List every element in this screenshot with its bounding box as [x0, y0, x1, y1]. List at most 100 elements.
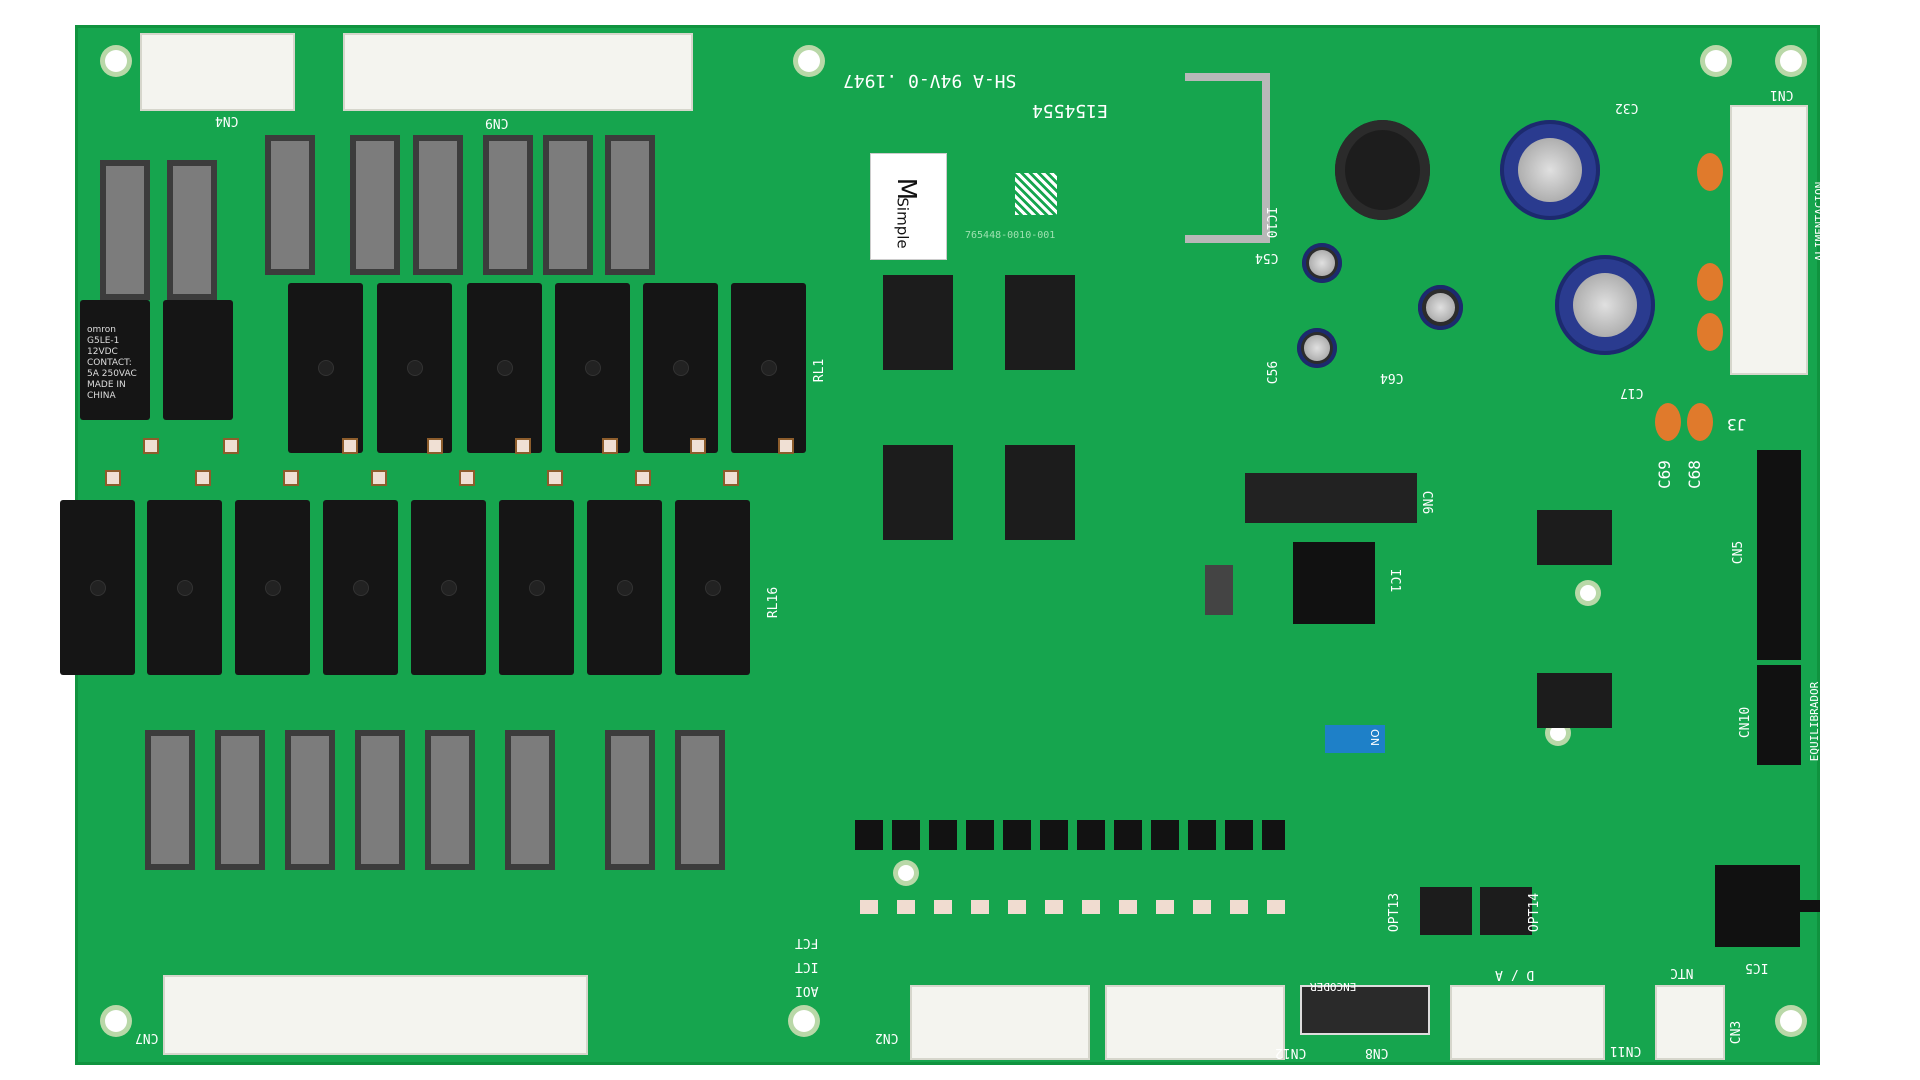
connector-cn11	[1450, 985, 1605, 1060]
relay-dot	[407, 361, 422, 375]
ic12-chip	[875, 445, 961, 540]
mounting-hole	[105, 50, 127, 72]
soic-chip	[1529, 510, 1620, 565]
power-relay	[587, 500, 662, 675]
cn10-label: CN10	[1738, 706, 1754, 739]
rl16-label: RL16	[766, 586, 782, 619]
optocoupler-row	[855, 820, 1285, 850]
relay-coil-capacitor	[350, 135, 400, 275]
ic11-chip	[875, 275, 961, 370]
cn8-label: CN8	[1365, 1045, 1389, 1060]
electrolytic-capacitor-c56	[1297, 328, 1337, 368]
part-number: 765448-0010-001	[965, 230, 1056, 241]
relay-coil-capacitor	[215, 730, 265, 870]
status-led	[195, 470, 211, 486]
relay-coil-capacitor	[145, 730, 195, 870]
relay-dot	[617, 580, 632, 595]
aoi-mark: AOI	[795, 983, 819, 998]
soic-chip	[1529, 673, 1620, 728]
ic1-label: IC1	[1387, 568, 1403, 593]
power-relay	[411, 500, 486, 675]
omron-relay	[163, 300, 233, 420]
relay-coil-capacitor	[167, 160, 217, 300]
dip-switch[interactable]: ON	[1325, 725, 1385, 753]
connector-cn3	[1655, 985, 1725, 1060]
optocoupler-opt13	[1412, 887, 1480, 935]
encoder-label: ENCODER	[1310, 980, 1357, 993]
status-led	[778, 438, 794, 454]
visualizacion-label: VISUALIZACION	[1821, 508, 1835, 595]
cn7-label: CN7	[135, 1030, 159, 1045]
ic10-label: IC10	[1263, 206, 1279, 239]
ceramic-capacitor	[1697, 263, 1723, 301]
power-relay	[60, 500, 135, 675]
sticker-text: Simple	[893, 197, 912, 249]
connector-cn12	[1105, 985, 1285, 1060]
power-relay	[555, 283, 630, 453]
cn12-label: CN12	[1275, 1045, 1307, 1060]
mounting-hole	[798, 50, 820, 72]
certification-line-2: SH-A 94V-0 .1947	[843, 70, 1017, 91]
electrolytic-capacitor-c17	[1555, 255, 1655, 355]
ict-mark: ICT	[795, 959, 819, 974]
da-label: D / A	[1495, 967, 1535, 982]
relay-dot	[265, 580, 280, 595]
pressure-sensor-ic5	[1707, 865, 1808, 947]
status-led	[690, 438, 706, 454]
relay-coil-capacitor	[285, 730, 335, 870]
relay-dot	[177, 580, 192, 595]
c56-label: C56	[1266, 360, 1282, 385]
c17-label: C17	[1620, 385, 1644, 400]
cn9-label: CN9	[485, 115, 509, 130]
mounting-hole	[1705, 50, 1727, 72]
ceramic-capacitor	[1697, 153, 1723, 191]
electrolytic-capacitor-c32	[1500, 120, 1600, 220]
fct-mark: FCT	[795, 935, 819, 950]
j3-label: J3	[1727, 415, 1747, 434]
cn11-label: CN11	[1610, 1043, 1642, 1058]
power-relay	[731, 283, 806, 453]
power-relay	[467, 283, 542, 453]
rl1-label: RL1	[812, 358, 828, 383]
datamatrix-code	[1015, 173, 1057, 215]
status-led	[723, 470, 739, 486]
electrolytic-capacitor-c64	[1418, 285, 1463, 330]
connector-cn5	[1749, 450, 1809, 660]
relay-dot	[318, 361, 333, 375]
status-led	[547, 470, 563, 486]
ceramic-capacitor	[1697, 313, 1723, 351]
mounting-hole	[898, 865, 914, 881]
relay-coil-capacitor	[265, 135, 315, 275]
mounting-hole	[1780, 50, 1802, 72]
power-relay	[377, 283, 452, 453]
relay-dot	[585, 361, 600, 375]
relay-dot	[353, 580, 368, 595]
connector-cn10	[1749, 665, 1809, 765]
mounting-hole	[105, 1010, 127, 1032]
optocoupler-opt14	[1472, 887, 1540, 935]
power-relay	[499, 500, 574, 675]
connector-cn7	[163, 975, 588, 1055]
status-led	[459, 470, 475, 486]
relay-coil-capacitor	[425, 730, 475, 870]
equilibrador-label: EQUILIBRADOR	[1808, 681, 1822, 762]
crystal	[1197, 565, 1241, 615]
relay-dot	[673, 361, 688, 375]
relay-dot	[529, 580, 544, 595]
connector-cn1	[1730, 105, 1808, 375]
led-row	[860, 900, 1285, 914]
ic8-chip	[997, 445, 1083, 540]
c32-label: C32	[1615, 100, 1639, 115]
simple-sticker: M Simple	[870, 153, 947, 260]
status-led	[635, 470, 651, 486]
opt13-label: OPT13	[1387, 892, 1403, 933]
status-led	[283, 470, 299, 486]
opt14-label: OPT14	[1527, 892, 1543, 933]
relay-dot	[761, 361, 776, 375]
relay-dot	[441, 580, 456, 595]
relay-coil-capacitor	[413, 135, 463, 275]
mounting-hole	[1550, 725, 1566, 741]
ntc-label: NTC	[1670, 965, 1694, 980]
power-relay	[643, 283, 718, 453]
relay-coil-capacitor	[100, 160, 150, 300]
